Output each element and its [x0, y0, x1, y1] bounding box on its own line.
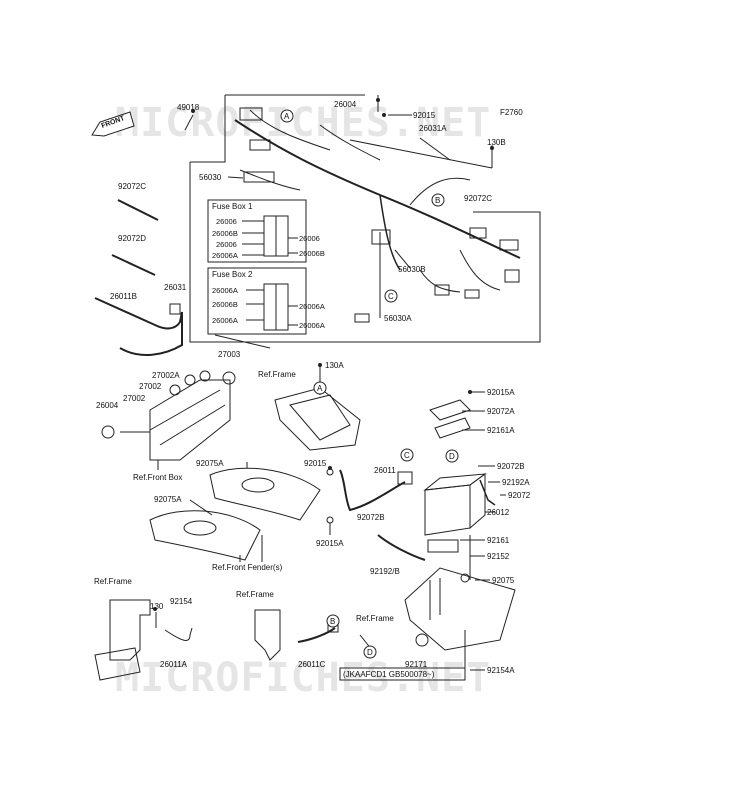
part-92154: 92154: [170, 597, 193, 606]
part-49018: 49018: [177, 103, 200, 112]
part-92072: 92072: [508, 491, 531, 500]
part-92075a-2: 92075A: [154, 495, 182, 504]
part-92075a-1: 92075A: [196, 459, 224, 468]
circle-b-top: B: [435, 196, 441, 205]
part-92154a: 92154A: [487, 666, 515, 675]
part-26004-top: 26004: [334, 100, 357, 109]
fuse-box-2-right-1: 26006A: [299, 321, 325, 330]
front-arrow: [91, 111, 135, 137]
part-56030a: 56030A: [384, 314, 412, 323]
harness-trunk: [234, 119, 521, 259]
part-92015: 92015: [413, 111, 436, 120]
circle-c-top: C: [388, 292, 394, 301]
part-92015-mid: 92015: [304, 459, 327, 468]
ref-frame-4: Ref.Frame: [356, 614, 394, 623]
fender-upper: [209, 467, 321, 521]
front-box-shape: [149, 379, 231, 461]
part-27002-a: 27002: [139, 382, 162, 391]
battery: [424, 484, 471, 536]
part-130: 130: [150, 602, 164, 611]
part-26011: 26011: [374, 466, 396, 475]
part-26011b: 26011B: [110, 292, 137, 301]
fuse-box-1-left-1: 26006B: [212, 229, 238, 238]
part-f2760: F2760: [500, 108, 523, 117]
circle-a-top: A: [284, 112, 290, 121]
fuse-box-1-left-3: 26006A: [212, 251, 238, 260]
part-92072b-2: 92072B: [497, 462, 525, 471]
fuse-box-2-left-1: 26006B: [212, 300, 238, 309]
part-26012: 26012: [487, 508, 510, 517]
battery-tray: [404, 567, 516, 651]
fuse-box-1-right-0: 26006: [299, 234, 320, 243]
serial-range: (JKAAFCD1 GB500078~): [343, 670, 435, 679]
part-26031a: 26031A: [419, 124, 447, 133]
ref-front-fender: Ref.Front Fender(s): [212, 563, 283, 572]
part-130a: 130A: [325, 361, 344, 370]
fuse-box-1-left-0: 26006: [216, 217, 237, 226]
part-26004: 26004: [96, 401, 119, 410]
part-92072c-right: 92072C: [464, 194, 493, 203]
fuse-box-2-right-0: 26006A: [299, 302, 325, 311]
watermark-top: MICROFICHES.NET: [115, 100, 492, 146]
fuse-box-2-left-2: 26006A: [212, 316, 238, 325]
part-130b: 130B: [487, 138, 506, 147]
circle-a-mid: A: [317, 384, 323, 393]
part-92072d: 92072D: [118, 234, 147, 243]
fuse-box-2-left-0: 26006A: [212, 286, 238, 295]
part-27003: 27003: [218, 350, 241, 359]
part-26011c: 26011C: [298, 660, 326, 669]
fuse-box-1-right-1: 26006B: [299, 249, 325, 258]
harness-outline: [189, 162, 541, 343]
part-56030: 56030: [199, 173, 222, 182]
fuse-box-1-title: Fuse Box 1: [212, 202, 253, 211]
circle-d-mid: D: [449, 452, 455, 461]
fuse-box-2-title: Fuse Box 2: [212, 270, 253, 279]
ref-frame-2: Ref.Frame: [94, 577, 132, 586]
part-92161a: 92161A: [487, 426, 515, 435]
part-92152: 92152: [487, 552, 510, 561]
circle-b-low: B: [330, 617, 336, 626]
part-26011a: 26011A: [160, 660, 187, 669]
part-92072a: 92072A: [487, 407, 515, 416]
part-27002a: 27002A: [152, 371, 180, 380]
part-92161: 92161: [487, 536, 510, 545]
ref-front-box: Ref.Front Box: [133, 473, 183, 482]
fender-lower: [149, 510, 261, 561]
ref-frame-1: Ref.Frame: [258, 370, 296, 379]
part-92192b: 92192/B: [370, 567, 400, 576]
circle-d-low: D: [367, 648, 373, 657]
part-92171: 92171: [405, 660, 428, 669]
part-92192a: 92192A: [502, 478, 530, 487]
part-92015a-right: 92015A: [487, 388, 515, 397]
part-92015a-bottom: 92015A: [316, 539, 344, 548]
ref-frame-3: Ref.Frame: [236, 590, 274, 599]
part-56030b: 56030B: [398, 265, 426, 274]
circle-c-mid: C: [404, 451, 410, 460]
part-92075: 92075: [492, 576, 515, 585]
part-26031: 26031: [164, 283, 187, 292]
watermark-bottom: MICROFICHES.NET: [115, 655, 492, 701]
part-92072b-1: 92072B: [357, 513, 385, 522]
part-92072c-left: 92072C: [118, 182, 147, 191]
fuse-box-1-left-2: 26006: [216, 240, 237, 249]
part-27002-b: 27002: [123, 394, 146, 403]
